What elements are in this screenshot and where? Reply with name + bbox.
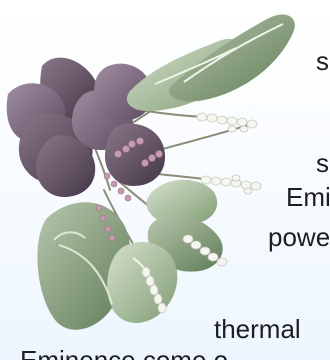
text-fragment-4: powe: [268, 222, 330, 252]
white-flower-spikes: [141, 112, 262, 314]
text-fragment-2: s: [316, 148, 329, 178]
text-fragment-6: Eminence come o: [20, 345, 229, 360]
purple-leaves: [6, 57, 166, 198]
pink-flower-spikes: [95, 137, 163, 242]
text-fragment-3: Emir: [286, 182, 330, 212]
text-fragment-1: s: [316, 46, 329, 76]
text-fragment-5: thermal: [214, 314, 301, 344]
